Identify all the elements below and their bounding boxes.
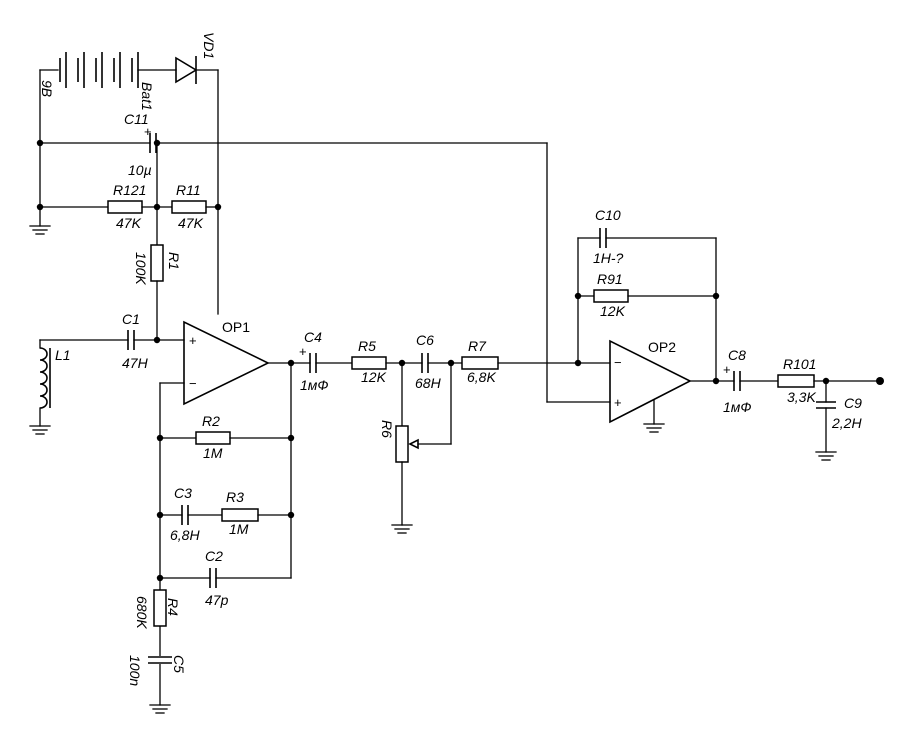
potentiometer-r6 [395,425,409,463]
resistor-r101 [777,374,815,388]
opamp-op1 [183,320,270,406]
r7-value: 6,8K [467,369,496,385]
r1-value: 100K [133,252,149,285]
capacitor-c2 [209,568,217,588]
r91-ref: R91 [597,271,623,287]
r7-ref: R7 [468,338,487,354]
r3-value: 1M [229,521,249,537]
r3-ref: R3 [226,489,244,505]
r11-value: 47K [178,215,204,231]
bat1-ref: Bat1 [139,82,155,111]
r5-value: 12K [361,369,387,385]
resistor-r121 [107,200,143,214]
capacitor-c9 [816,401,836,409]
op2-ref: OP2 [648,339,676,355]
c1-ref: C1 [122,311,140,327]
c10-value: 1H-? [593,250,624,266]
battery-bat1 [39,52,177,88]
r91-value: 12K [600,303,626,319]
capacitor-c8 [733,371,741,391]
r121-value: 47K [116,215,142,231]
c2-ref: C2 [205,548,223,564]
capacitor-c5 [146,656,174,664]
ground-icon [815,451,837,461]
r2-ref: R2 [202,413,220,429]
r11-ref: R11 [176,182,201,198]
r121-ref: R121 [113,182,146,198]
c4-plus-sign: + [299,344,307,359]
op1-inverting-sign: − [189,376,197,391]
junction-dots [36,139,830,582]
opamp-op2 [609,339,692,424]
bat1-value: 9B [39,80,55,97]
c10-ref: C10 [595,207,621,223]
r5-ref: R5 [358,338,376,354]
c6-value: 68H [415,375,442,391]
r1-ref: R1 [166,252,182,270]
resistor-r4 [153,589,167,627]
c8-ref: C8 [728,347,746,363]
ground-icon [643,423,665,433]
resistor-r5 [351,356,387,370]
capacitor-c10 [599,228,607,248]
resistor-r7 [461,356,499,370]
l1-ref: L1 [55,347,71,363]
ground-icon [29,425,51,435]
op1-noninverting-sign: + [189,333,197,348]
c3-value: 6,8H [170,527,200,543]
r4-ref: R4 [165,598,181,616]
c9-ref: C9 [844,395,862,411]
r101-ref: R101 [783,356,816,372]
output-terminal [876,377,884,385]
c8-value: 1мФ [723,399,752,415]
c9-value: 2,2H [831,415,862,431]
c6-ref: C6 [416,332,434,348]
op2-noninverting-sign: + [614,395,622,410]
c11-plus-sign: + [144,124,152,139]
c4-ref: C4 [304,329,322,345]
c8-plus-sign: + [723,362,731,377]
r2-value: 1M [203,445,223,461]
diode-vd1 [175,56,219,315]
capacitor-c6 [421,353,429,373]
c11-ref: C11 [124,111,149,127]
resistor-r1 [150,244,164,282]
ground-icon [29,225,51,235]
resistor-r2 [195,431,231,445]
c4-value: 1мФ [300,377,329,393]
c1-value: 47H [122,355,149,371]
capacitor-c4 [309,353,317,373]
resistor-r91 [593,289,629,303]
c2-value: 47p [205,592,229,608]
r4-value: 680K [134,596,150,629]
c3-ref: C3 [174,485,192,501]
c5-value: 100n [127,655,143,686]
resistor-r3 [221,508,259,522]
resistor-r11 [171,200,207,214]
r6-wiper-arrow [408,438,419,450]
r101-value: 3,3K [787,389,816,405]
capacitor-c1 [127,330,135,350]
ground-icon [149,704,171,714]
r6-ref: R6 [379,420,395,438]
vd1-ref: VD1 [201,32,217,59]
inductor-l1 [39,339,129,427]
ground-icon [391,524,413,534]
op2-inverting-sign: − [614,355,622,370]
c5-ref: C5 [171,655,187,673]
capacitor-c3 [181,505,189,525]
c11-value: 10µ [128,162,152,178]
op1-ref: OP1 [222,319,250,335]
